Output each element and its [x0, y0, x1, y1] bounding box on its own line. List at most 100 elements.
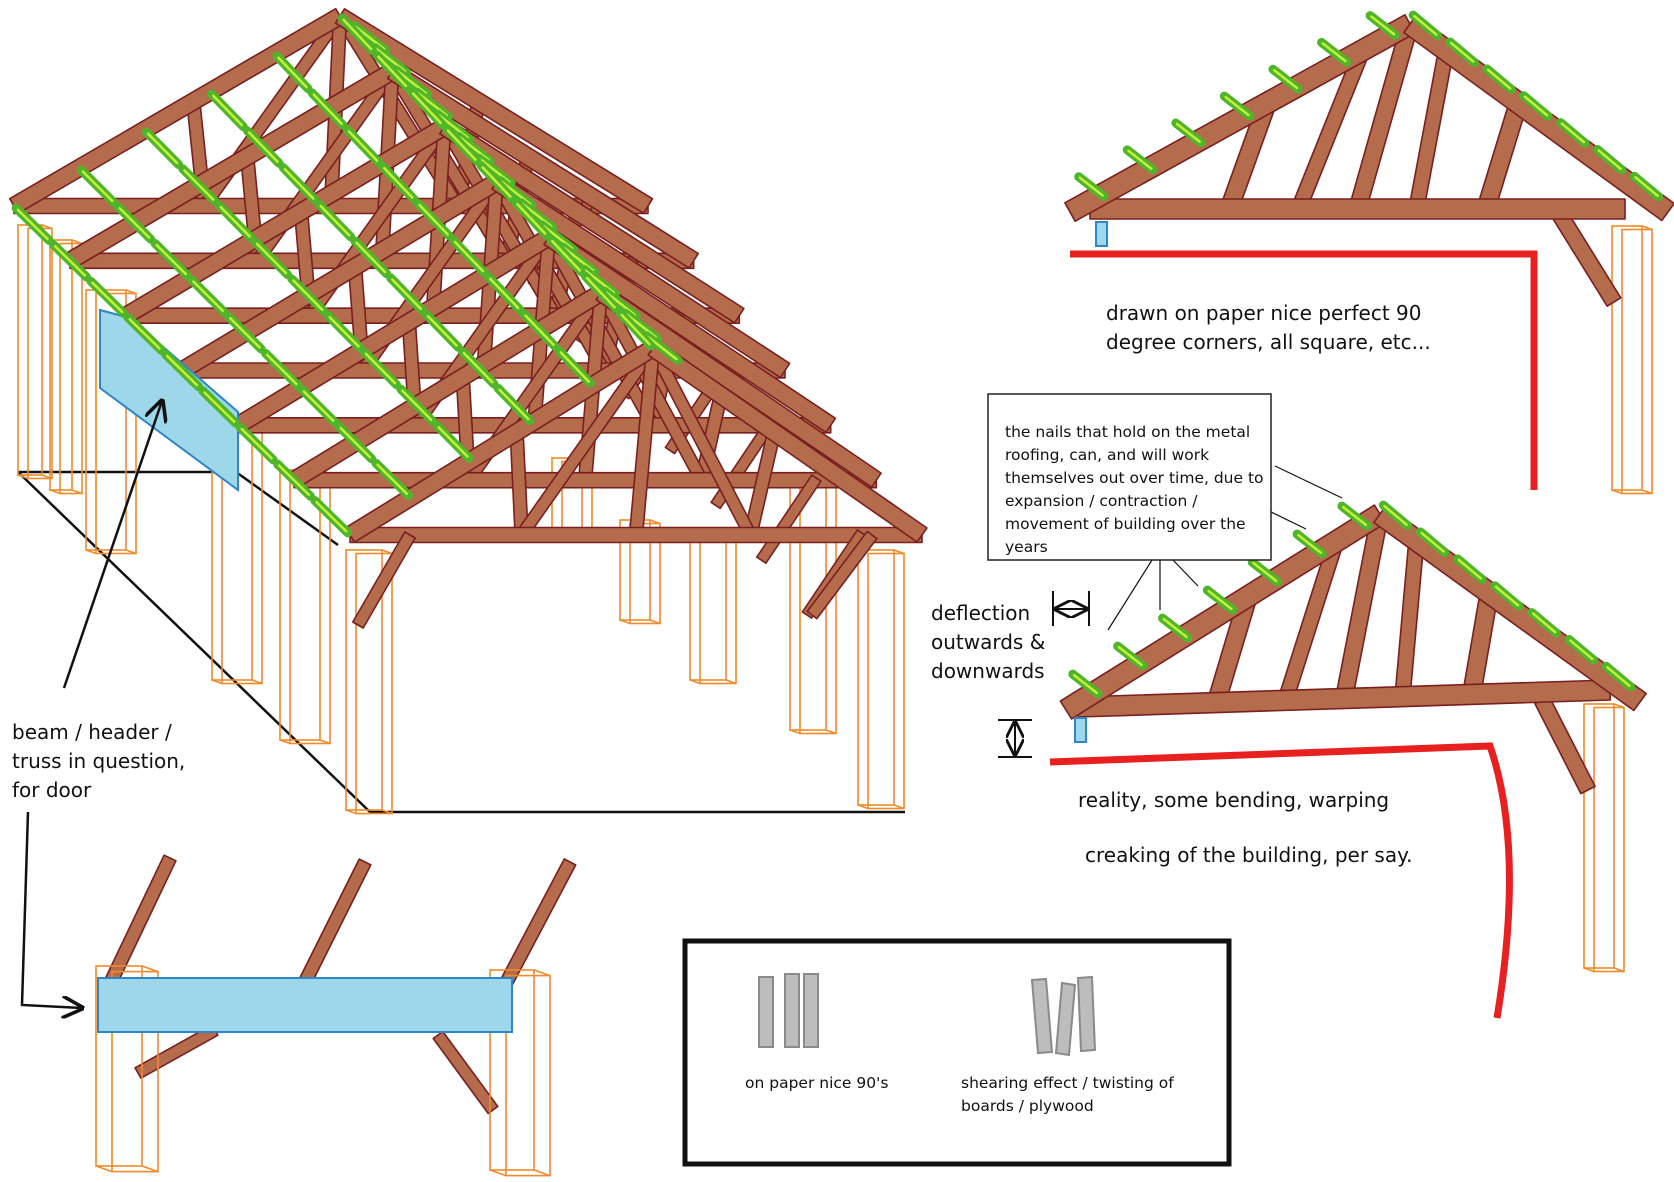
deflection-line3: downwards	[931, 659, 1045, 683]
header-beam	[97, 977, 513, 1033]
roof-nail-strip	[396, 384, 438, 426]
roof-nail-strip	[1629, 171, 1664, 202]
header-end	[1095, 221, 1108, 247]
roof-nail-strip	[432, 421, 474, 463]
post-back	[27, 227, 53, 480]
roof-nail-strip	[371, 458, 413, 500]
roof-nail-strip	[1158, 613, 1193, 643]
nail-strip-highlight	[354, 25, 386, 51]
nail-strip-highlight	[1078, 176, 1104, 197]
timber-member	[432, 1030, 499, 1115]
roof-nail-strip	[1317, 37, 1352, 67]
floor-outline	[17, 470, 905, 814]
post-back	[867, 552, 905, 810]
post-front	[857, 549, 895, 806]
nail-strip-highlight	[446, 129, 477, 161]
nail-strip-highlight	[155, 243, 188, 276]
roof-nail-strip	[287, 274, 329, 316]
roof-nail-strip	[214, 201, 256, 243]
roof-nail-strip	[370, 43, 412, 77]
post-edge	[533, 969, 551, 977]
reality-caption: reality, some bending, warping	[1078, 788, 1389, 812]
timber-member	[806, 530, 878, 620]
post-edge	[125, 549, 137, 555]
nail-strip-highlight	[292, 279, 324, 311]
truss-on-paper	[1064, 10, 1674, 495]
post-edge	[533, 1169, 551, 1177]
nail-strip-highlight	[302, 390, 335, 422]
roof-nail-strip	[272, 51, 313, 94]
barn-frame-perspective	[8, 7, 928, 815]
post-edge	[381, 549, 393, 555]
post-back	[505, 974, 551, 1177]
paper-caption-line1: drawn on paper nice perfect 90	[1106, 301, 1421, 325]
nail-strip-highlight	[500, 180, 532, 206]
roof-nail-strip	[1527, 608, 1561, 638]
nail-strip-highlight	[411, 92, 442, 125]
nails-note-box	[987, 393, 1272, 561]
nail-strip-highlight	[240, 427, 273, 460]
nail-strip-highlight	[437, 426, 469, 458]
wall-post	[17, 224, 53, 480]
legend-shear-line1: shearing effect / twisting of	[961, 1074, 1174, 1092]
roof-nail-strip	[600, 286, 641, 321]
roof-nail-strip	[1556, 118, 1590, 148]
nail-strip-highlight	[1162, 617, 1188, 639]
timber-member	[1552, 210, 1622, 308]
nail-strip-highlight	[401, 389, 433, 422]
post-front	[689, 529, 727, 681]
roof-nail-strip	[1482, 64, 1516, 94]
truss-reality	[1059, 500, 1647, 973]
roof-nail-strip	[1378, 500, 1413, 531]
nail-strip-highlight	[277, 56, 308, 89]
nail-strip-highlight	[458, 136, 490, 162]
roof-nail-strip	[242, 126, 284, 168]
nail-strip-highlight	[1207, 589, 1233, 611]
nail-strip-highlight	[81, 170, 114, 203]
post-edge	[211, 679, 223, 685]
roof-nail-strip	[412, 87, 453, 122]
nail-strip-highlight	[481, 166, 512, 198]
roof-nail-strip	[113, 202, 156, 244]
roof-nail-strip	[1601, 661, 1636, 692]
roof-nail-strip	[413, 198, 454, 241]
nail-strip-highlight	[605, 291, 636, 317]
roof-nail-strip	[558, 242, 600, 277]
post-edge	[1613, 967, 1625, 973]
post-edge	[41, 224, 53, 230]
legend-box	[682, 938, 1232, 1167]
roof-nail-strip	[250, 237, 293, 280]
post-back	[1621, 228, 1653, 495]
nail-strip-highlight	[396, 69, 428, 95]
nail-strip-highlight	[417, 92, 449, 117]
roof-nail-strip	[48, 240, 92, 282]
post-edge	[893, 549, 905, 555]
timber-member	[334, 8, 654, 214]
nail-strip-highlight	[219, 205, 251, 238]
timber-member	[349, 526, 923, 544]
roof-nail-strip	[454, 131, 495, 166]
wall-post	[1583, 703, 1625, 973]
nail-strip-highlight	[377, 55, 408, 88]
text-labels: beam / header / truss in question, for d…	[12, 301, 1431, 1115]
roof-nail-strip	[150, 238, 193, 281]
nail-strip-highlight	[1597, 149, 1622, 171]
nail-strip-highlight	[453, 240, 485, 273]
nail-strip-highlight	[391, 278, 422, 311]
roof-nail-strip	[224, 312, 266, 354]
timber-member	[295, 858, 372, 992]
nail-strip-highlight	[383, 167, 414, 199]
nail-strip-highlight	[646, 335, 678, 361]
post-edge	[825, 729, 837, 735]
post-back	[355, 552, 393, 815]
nail-strip-highlight	[192, 280, 224, 313]
roof-nail-strip	[235, 422, 278, 465]
nail-strip-highlight	[1634, 176, 1659, 198]
roof-nail-strip	[11, 203, 54, 245]
nail-strip-highlight	[1450, 41, 1475, 63]
nail-strip-highlight	[91, 281, 124, 314]
post-edge	[71, 489, 83, 495]
nail-strip-highlight	[542, 224, 574, 250]
roof-nail-strip	[537, 220, 579, 255]
post-front	[49, 239, 73, 491]
